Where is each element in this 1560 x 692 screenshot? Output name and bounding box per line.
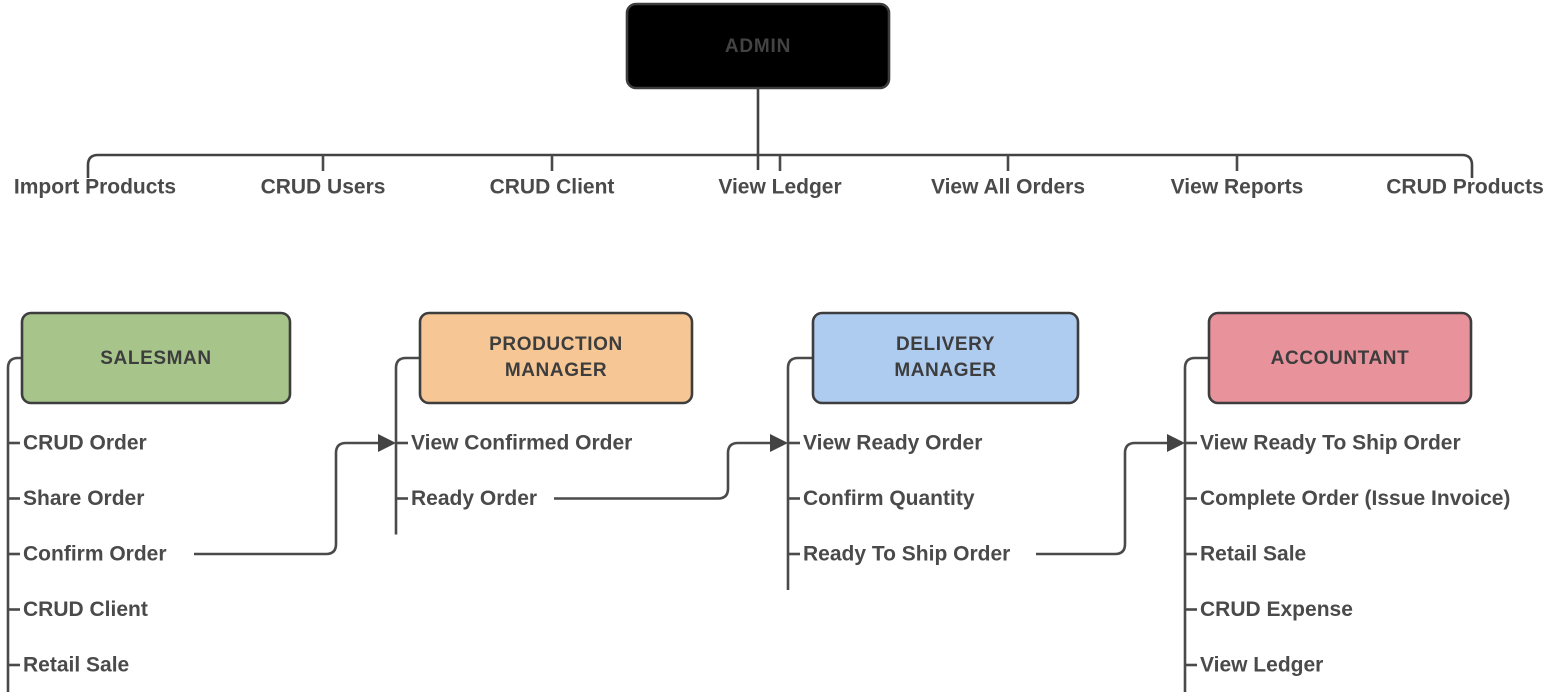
admin-label: ADMIN <box>725 36 791 57</box>
admin-permission-bus <box>86 153 1474 178</box>
task-salesman-crud-order: CRUD Order <box>23 432 147 455</box>
role-box-delivery-manager[interactable] <box>811 311 1080 405</box>
role-label-delivery-manager: MANAGER <box>894 360 996 381</box>
task-accountant-view-ledger: View Ledger <box>1200 654 1323 677</box>
flow-arrowhead-delivery-manager <box>770 434 788 452</box>
role-flow-connectors <box>194 434 1185 556</box>
task-accountant-crud-expense: CRUD Expense <box>1200 598 1353 621</box>
flow-line-salesman-to-production-manager <box>194 441 378 556</box>
role-label-production-manager: PRODUCTION <box>489 334 623 355</box>
admin-permission-import-products: Import Products <box>14 176 176 199</box>
role-label-salesman: SALESMAN <box>100 348 211 369</box>
task-salesman-crud-client: CRUD Client <box>23 598 148 621</box>
flow-arrowhead-accountant <box>1167 434 1185 452</box>
admin-permission-view-reports: View Reports <box>1171 176 1304 199</box>
admin-permission-crud-client: CRUD Client <box>490 176 615 199</box>
admin-permission-view-ledger: View Ledger <box>718 176 841 199</box>
admin-permission-crud-products: CRUD Products <box>1386 176 1544 199</box>
flow-arrowhead-production-manager <box>378 434 396 452</box>
role-spine-accountant <box>1183 356 1209 692</box>
task-delivery-manager-view-ready-order: View Ready Order <box>803 432 982 455</box>
role-spine-production-manager <box>394 356 420 535</box>
task-salesman-share-order: Share Order <box>23 487 144 510</box>
role-label-delivery-manager: DELIVERY <box>896 334 995 355</box>
task-accountant-complete-order-issue-invoice: Complete Order (Issue Invoice) <box>1200 487 1510 510</box>
admin-permission-view-all-orders: View All Orders <box>931 176 1085 199</box>
admin-permission-labels: Import Products CRUD Users CRUD Client View… <box>14 176 1544 199</box>
role-column-production-manager: PRODUCTION MANAGER View Confirmed OrderRea… <box>394 311 694 535</box>
task-production-manager-view-confirmed-order: View Confirmed Order <box>411 432 632 455</box>
task-delivery-manager-ready-to-ship-order: Ready To Ship Order <box>803 543 1010 566</box>
task-accountant-retail-sale: Retail Sale <box>1200 543 1306 566</box>
task-salesman-confirm-order: Confirm Order <box>23 543 167 566</box>
role-box-production-manager[interactable] <box>418 311 694 405</box>
role-box-salesman[interactable] <box>20 311 292 405</box>
task-delivery-manager-confirm-quantity: Confirm Quantity <box>803 487 975 510</box>
role-label-accountant: ACCOUNTANT <box>1271 348 1410 369</box>
task-accountant-view-ready-to-ship-order: View Ready To Ship Order <box>1200 432 1461 455</box>
flow-line-production-manager-to-delivery-manager <box>554 441 770 500</box>
role-spine-salesman <box>6 356 22 692</box>
task-salesman-retail-sale: Retail Sale <box>23 654 129 677</box>
role-column-accountant: ACCOUNTANT View Ready To Ship OrderComple… <box>1183 311 1510 692</box>
role-box-accountant[interactable] <box>1207 311 1473 405</box>
task-production-manager-ready-order: Ready Order <box>411 487 537 510</box>
admin-permission-crud-users: CRUD Users <box>261 176 386 199</box>
flow-line-delivery-manager-to-accountant <box>1036 441 1167 556</box>
role-label-production-manager: MANAGER <box>505 360 607 381</box>
admin-node[interactable]: ADMIN <box>625 2 891 90</box>
role-spine-delivery-manager <box>786 356 813 590</box>
